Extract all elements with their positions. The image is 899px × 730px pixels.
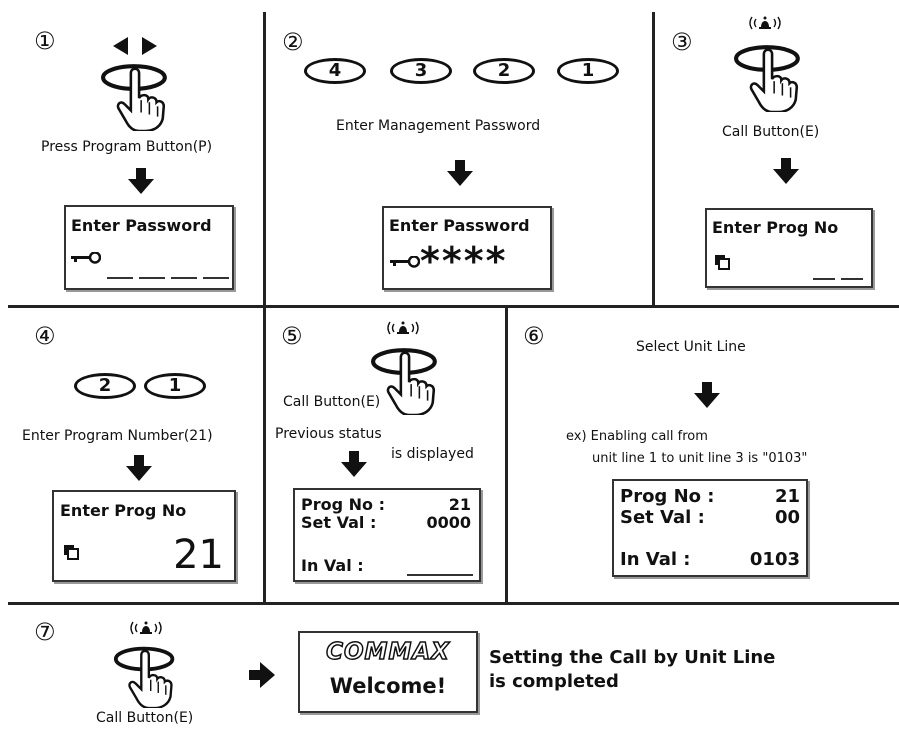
copy-icon [63, 544, 79, 560]
enter-program-number-caption: Enter Program Number(21) [22, 428, 213, 444]
pressing-hand-icon [113, 642, 179, 708]
example-line-1: ex) Enabling call from [566, 429, 708, 444]
in-val-label: In Val : [301, 556, 364, 575]
left-right-arrows-icon [113, 37, 157, 55]
is-displayed-note: is displayed [391, 446, 474, 462]
commax-logo: COMMAX [325, 638, 450, 666]
step-number-5: ⑤ [281, 322, 303, 350]
set-val-value: 0000 [426, 513, 471, 532]
call-button-caption: Call Button(E) [96, 710, 194, 726]
bell-ringing-icon [383, 318, 423, 338]
set-val-value: 00 [774, 507, 800, 528]
password-slot [107, 277, 133, 279]
prog-no-slot [841, 278, 863, 280]
key-4: 4 [304, 58, 366, 84]
set-val-label: Set Val : [620, 507, 705, 528]
lcd-title: Enter Password [71, 216, 212, 235]
password-slot [203, 277, 229, 279]
enter-management-caption: Enter Management Password [336, 118, 541, 134]
prog-no-value: 21 [448, 495, 471, 514]
down-arrow-icon [694, 382, 720, 408]
lcd-enter-prog-no-2: Enter Prog No 21 [52, 490, 236, 582]
lcd-title: Enter Prog No [60, 501, 187, 520]
key-1: 1 [557, 58, 619, 84]
bell-ringing-icon [745, 13, 785, 33]
prog-no-value: 21 [774, 486, 800, 507]
pressing-hand-icon [370, 343, 442, 415]
in-val-label: In Val : [620, 549, 691, 570]
right-arrow-icon [249, 662, 275, 688]
divider-v3 [263, 306, 266, 603]
lcd-enter-password-2: Enter Password **** [382, 206, 552, 290]
key-1: 1 [144, 373, 206, 399]
key-2: 2 [74, 373, 136, 399]
step-number-6: ⑥ [523, 322, 545, 350]
lcd-welcome: COMMAX Welcome! [298, 631, 478, 713]
down-arrow-icon [128, 168, 154, 194]
password-slot [171, 277, 197, 279]
key-2: 2 [473, 58, 535, 84]
result-line-1: Setting the Call by Unit Line [489, 647, 776, 668]
select-unit-line-caption: Select Unit Line [636, 339, 746, 355]
in-val-value: 0103 [749, 549, 800, 570]
down-arrow-icon [447, 160, 473, 186]
lcd-title: Enter Prog No [712, 218, 839, 237]
lcd-enter-password-1: Enter Password [64, 205, 234, 290]
lcd-unit-line-set: Prog No : 21 Set Val : 00 In Val : 0103 [612, 479, 808, 577]
key-3: 3 [390, 58, 452, 84]
call-button-caption: Call Button(E) [283, 394, 381, 410]
call-button-caption: Call Button(E) [722, 124, 820, 140]
pressing-hand-icon [733, 40, 805, 112]
set-val-label: Set Val : [301, 513, 377, 532]
step-number-4: ④ [34, 322, 56, 350]
press-program-caption: Press Program Button(P) [41, 139, 213, 155]
down-arrow-icon [341, 451, 367, 477]
step-number-1: ① [34, 27, 56, 55]
copy-icon [714, 254, 730, 270]
lcd-enter-prog-no-1: Enter Prog No [705, 208, 873, 288]
previous-status-note: Previous status [275, 426, 382, 442]
divider-v1 [263, 12, 266, 306]
step-number-3: ③ [671, 28, 693, 56]
prog-no-value: 21 [173, 532, 224, 578]
pressing-hand-icon [100, 59, 172, 131]
prog-no-slot [813, 278, 835, 280]
divider-v2 [652, 12, 655, 306]
down-arrow-icon [126, 455, 152, 481]
lcd-title: Enter Password [389, 216, 530, 235]
step-number-2: ② [282, 28, 304, 56]
step-number-7: ⑦ [34, 618, 56, 646]
divider-h2 [8, 602, 899, 605]
key-icon [390, 256, 420, 268]
bell-ringing-icon [126, 618, 166, 638]
divider-h1 [8, 305, 899, 308]
divider-v4 [505, 306, 508, 603]
password-slot [139, 277, 165, 279]
in-val-slot [407, 574, 473, 576]
prog-no-label: Prog No : [301, 495, 385, 514]
password-masked: **** [420, 239, 508, 283]
welcome-text: Welcome! [329, 674, 447, 698]
down-arrow-icon [773, 158, 799, 184]
prog-no-label: Prog No : [620, 486, 715, 507]
key-icon [71, 252, 101, 264]
example-line-2: unit line 1 to unit line 3 is "0103" [592, 451, 808, 466]
result-line-2: is completed [489, 671, 619, 692]
lcd-prog-status: Prog No : 21 Set Val : 0000 In Val : [293, 488, 481, 582]
